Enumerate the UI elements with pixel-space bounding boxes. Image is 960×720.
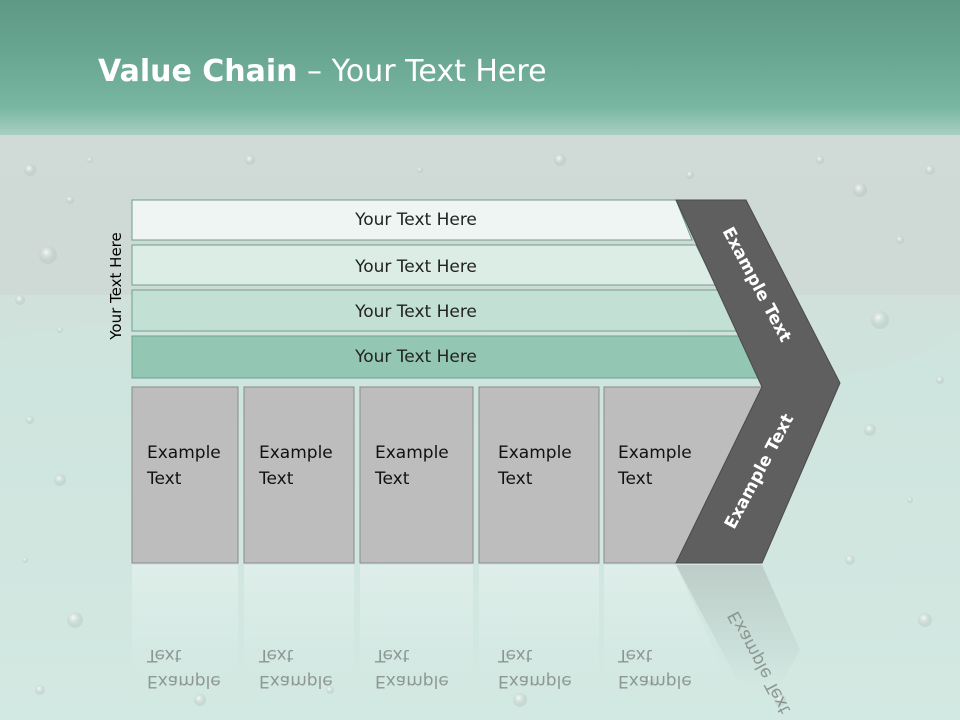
support-bar-2-label: Your Text Here bbox=[354, 257, 477, 277]
primary-box-2-line2: Text bbox=[258, 469, 294, 489]
primary-box-3: Example Text bbox=[359, 386, 474, 564]
support-bar-3: Your Text Here bbox=[131, 289, 741, 332]
primary-box-2-line1: Example bbox=[259, 443, 333, 463]
primary-box-1: Example Text bbox=[131, 386, 239, 564]
primary-box-3-line2: Text bbox=[374, 469, 410, 489]
reflection-box-1-line2: Text bbox=[146, 645, 182, 665]
title-banner bbox=[0, 0, 960, 135]
primary-box-5-line2: Text bbox=[617, 469, 653, 489]
primary-box-5-line1: Example bbox=[618, 443, 692, 463]
support-bar-4-label: Your Text Here bbox=[354, 347, 477, 367]
support-bar-4: Your Text Here bbox=[131, 335, 765, 379]
slide-title: Value Chain – Your Text Here bbox=[98, 54, 547, 89]
primary-box-4-line2: Text bbox=[497, 469, 533, 489]
title-bold: Value Chain bbox=[98, 54, 298, 89]
reflection-box-4-line1: Example bbox=[498, 671, 572, 691]
reflection-box-5-line2: Text bbox=[617, 645, 653, 665]
primary-box-1-line2: Text bbox=[146, 469, 182, 489]
diagram-reflection: Example Text Example Text Example Text E… bbox=[132, 565, 800, 717]
primary-box-4: Example Text bbox=[478, 386, 600, 564]
reflection-box-2-line2: Text bbox=[258, 645, 294, 665]
reflection-box-2-line1: Example bbox=[259, 671, 333, 691]
primary-box-1-line1: Example bbox=[147, 443, 221, 463]
title-rest: – Your Text Here bbox=[297, 54, 547, 89]
primary-box-2: Example Text bbox=[243, 386, 355, 564]
reflection-box-1-line1: Example bbox=[147, 671, 221, 691]
support-bar-3-label: Your Text Here bbox=[354, 302, 477, 322]
support-bar-1: Your Text Here bbox=[131, 199, 693, 241]
primary-box-4-line1: Example bbox=[498, 443, 572, 463]
reflection-box-3-line1: Example bbox=[375, 671, 449, 691]
reflection-box-4-line2: Text bbox=[497, 645, 533, 665]
support-bar-2: Your Text Here bbox=[131, 244, 717, 286]
reflection-box-3-line2: Text bbox=[374, 645, 410, 665]
support-bar-1-label: Your Text Here bbox=[354, 210, 477, 230]
primary-box-3-line1: Example bbox=[375, 443, 449, 463]
reflection-box-5-line1: Example bbox=[618, 671, 692, 691]
primary-box-5: Example Text bbox=[603, 386, 763, 564]
